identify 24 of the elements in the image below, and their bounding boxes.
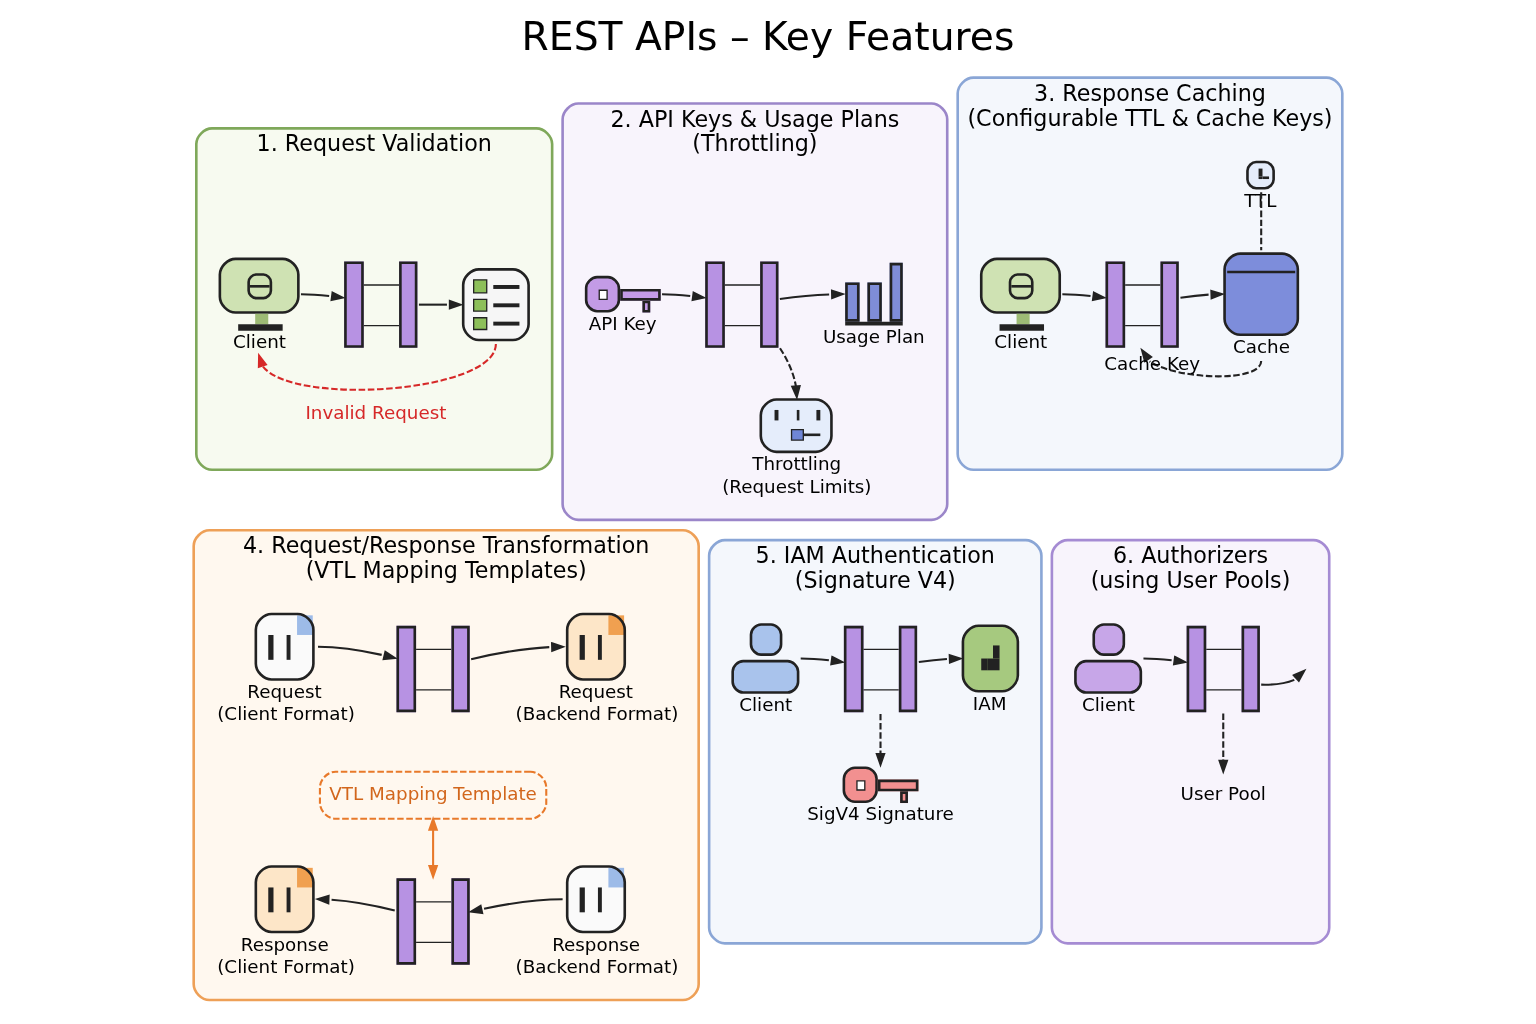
edge-label: Cache Key [1104, 353, 1201, 375]
node-label: (Client Format) [217, 955, 355, 977]
node-label: Cache [1233, 336, 1290, 358]
node-label: (Request Limits) [722, 475, 872, 497]
node-label: Client [739, 694, 793, 716]
node-label: (Backend Format) [515, 955, 679, 977]
node-label: (Backend Format) [515, 703, 679, 725]
node-label: SigV4 Signature [807, 803, 954, 825]
node-label: Usage Plan [822, 325, 925, 347]
node-label: Throttling [752, 453, 842, 475]
node-label: TTL [1244, 189, 1277, 211]
edge-label: Invalid Request [305, 402, 447, 424]
node-label: (Client Format) [217, 703, 355, 725]
node-label: Client [1081, 694, 1135, 716]
node-text: User Pool [1180, 783, 1266, 805]
node-label: IAM [972, 692, 1007, 714]
node-label: Request [558, 681, 634, 703]
node-label: Response [240, 933, 329, 955]
node-label: Client [232, 331, 286, 353]
node-label: API Key [588, 312, 657, 334]
node-label: Response [552, 933, 641, 955]
diagram-title: REST APIs – Key Features [521, 14, 1015, 60]
node-label: Client [994, 331, 1048, 353]
node-label: Request [247, 681, 322, 703]
